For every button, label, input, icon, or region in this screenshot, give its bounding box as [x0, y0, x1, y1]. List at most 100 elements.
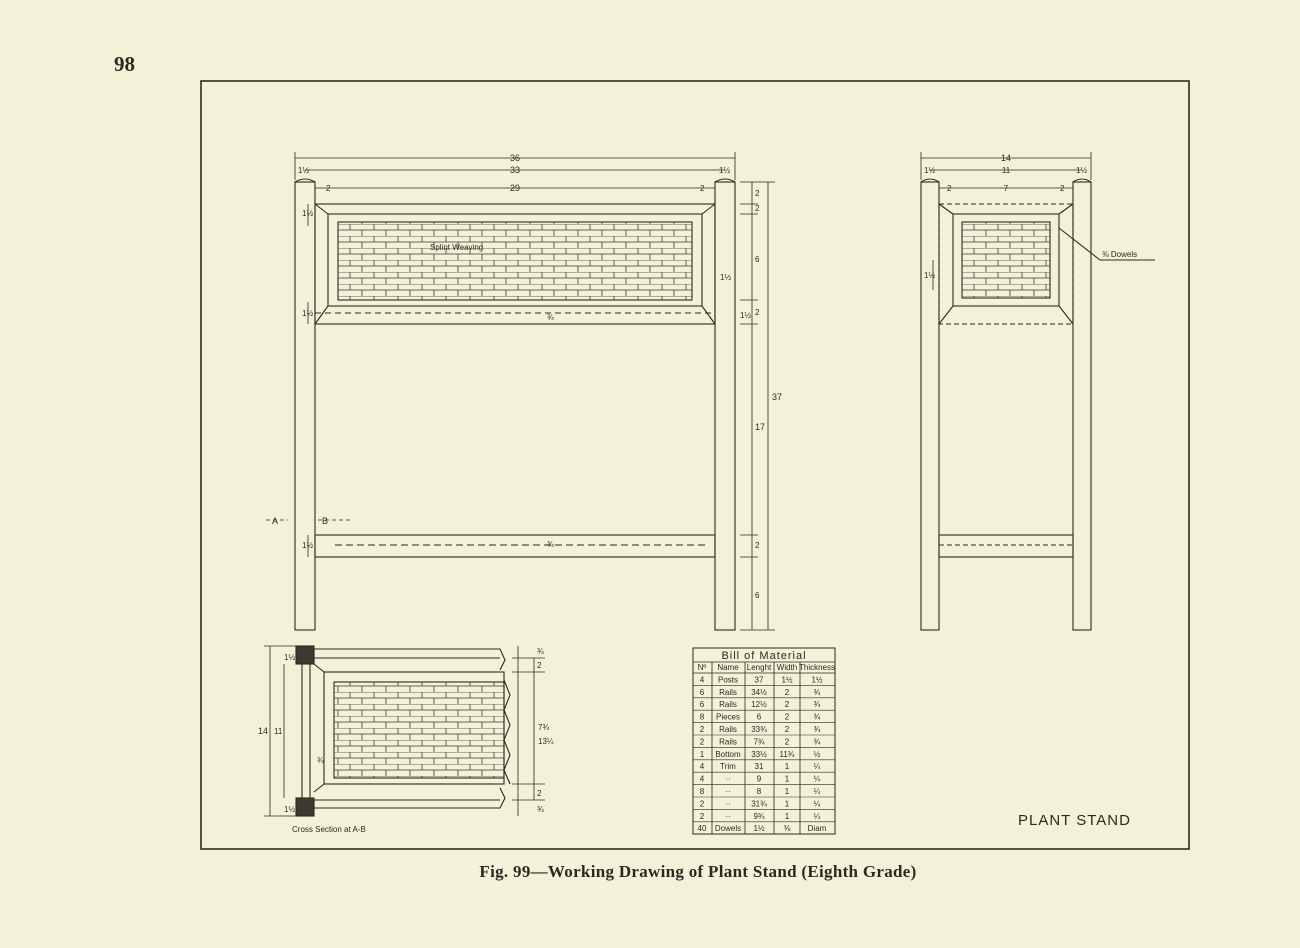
bom-cell: ¼ — [814, 775, 821, 784]
bom-cell: Bottom — [715, 750, 741, 759]
bom-cell: 1 — [785, 787, 790, 796]
plant-stand-title: PLANT STAND — [1018, 812, 1131, 829]
bom-cell: 1 — [785, 799, 790, 808]
section-dim-right-2a: 2 — [537, 661, 542, 670]
bom-cell: ¼ — [814, 799, 821, 808]
section-post-bottom — [295, 797, 315, 817]
bom-cell: 11¾ — [780, 750, 795, 759]
side-right-post — [1072, 181, 1092, 631]
bom-cell: 8 — [700, 787, 705, 796]
bom-cell: 2 — [700, 737, 705, 746]
dim-front-left-2: 2 — [326, 184, 331, 193]
cross-section — [295, 645, 511, 817]
section-dim-right-2b: 2 — [537, 789, 542, 798]
bom-cell: ·· — [725, 812, 730, 821]
bom-cell: 34½ — [751, 688, 767, 697]
bom-cell: 4 — [700, 675, 705, 684]
side-rail-mark-right: 1½ — [740, 311, 751, 320]
bom-cell: 1½ — [811, 675, 822, 684]
bom-cell: 7¾ — [753, 737, 764, 746]
bom-cell: ¼ — [814, 762, 821, 771]
drawing-plate: 36 33 29 2 2 1½ 1½ Splint Weaving ¾ ¾ 1½… — [200, 80, 1190, 850]
dim-side-mark: 1½ — [924, 271, 935, 280]
section-dim-mid-small: ¾ — [317, 756, 324, 765]
bom-header-cell: Thickness — [799, 663, 835, 672]
dim-front-half-left: 1½ — [298, 166, 309, 175]
dim-h-panel: 6 — [755, 255, 760, 264]
dim-front-right-2: 2 — [700, 184, 705, 193]
bom-cell: ·· — [725, 787, 730, 796]
side-view — [920, 178, 1155, 631]
bom-cell: 1½ — [753, 824, 764, 833]
bom-cell: ¾ — [814, 713, 821, 722]
bom-cell: Posts — [718, 675, 738, 684]
dim-side-right-2: 2 — [1060, 184, 1065, 193]
plate-border — [200, 80, 1190, 850]
section-dim-right-top: ¾ — [537, 647, 544, 656]
section-post-top — [295, 645, 315, 665]
side-rail-mark-left: 1½ — [720, 273, 731, 282]
bom-cell: 33¾ — [751, 725, 767, 734]
section-dimension-labels: Cross Section at A-B 14 11 1½ 1½ ¾ ¾ 2 7… — [258, 647, 554, 834]
section-dim-bot-half: 1½ — [284, 805, 295, 814]
page-number: 98 — [114, 52, 135, 76]
dim-h-top: 2 — [755, 189, 760, 198]
bom-cell: 2 — [785, 713, 790, 722]
bom-cell: 2 — [785, 737, 790, 746]
bom-cell: ·· — [725, 775, 730, 784]
post-mark-low: 1½ — [302, 541, 313, 550]
section-dim-top-half: 1½ — [284, 653, 295, 662]
bom-cell: 6 — [700, 700, 705, 709]
dim-height-37: 37 — [772, 392, 782, 402]
dim-side-half-right: 1½ — [1076, 166, 1087, 175]
section-dimensions — [264, 645, 545, 817]
bom-cell: 4 — [700, 762, 705, 771]
section-dim-right-73: 7¾ — [538, 723, 549, 732]
bom-header-cell: Name — [717, 663, 739, 672]
bom-cell: 6 — [700, 688, 705, 697]
bom-cell: Rails — [719, 700, 737, 709]
bom-cell: Rails — [719, 737, 737, 746]
dim-side-7: 7 — [1004, 184, 1009, 193]
bom-cell: 31 — [755, 762, 764, 771]
bom-cell: Trim — [720, 762, 736, 771]
side-left-post — [920, 181, 940, 631]
bom-cell: ¼ — [814, 812, 821, 821]
dim-front-36: 36 — [510, 153, 520, 163]
bom-header-cell: Width — [777, 663, 797, 672]
post-mark-mid: 1½ — [302, 309, 313, 318]
bom-cell: 2 — [700, 725, 705, 734]
splint-weaving-label: Splint Weaving — [430, 243, 483, 252]
post-mark-top: 1½ — [302, 209, 313, 218]
dim-h-rail3: 2 — [755, 541, 760, 550]
side-dimensions — [920, 152, 1092, 290]
bom-cell: 1 — [785, 775, 790, 784]
dim-side-11: 11 — [1002, 166, 1011, 175]
bom-cell: 4 — [700, 775, 705, 784]
rail-bottom-mark: ¾ — [547, 540, 554, 549]
cross-section-label: Cross Section at A-B — [292, 825, 366, 834]
bom-cell: 31¾ — [751, 799, 767, 808]
bom-title: Bill of Material — [721, 650, 806, 662]
splint-weaving-panel — [337, 221, 693, 301]
bom-cell: ¾ — [814, 688, 821, 697]
bom-cell: Rails — [719, 688, 737, 697]
front-lower-rail — [314, 534, 716, 558]
figure-caption: Fig. 99—Working Drawing of Plant Stand (… — [479, 862, 917, 881]
section-dim-right-131: 13¼ — [538, 737, 554, 746]
front-right-post — [714, 181, 736, 631]
front-dimensions — [266, 152, 775, 631]
bom-header-cell: Lenght — [747, 663, 772, 672]
bom-cell: ½ — [814, 750, 821, 759]
bom-cell: Diam — [808, 824, 827, 833]
bom-cell: ¾ — [814, 737, 821, 746]
bom-cell: Pieces — [716, 713, 740, 722]
section-marker-b: B — [322, 516, 328, 526]
bom-cell: ¾ — [814, 725, 821, 734]
bom-cell: 1 — [785, 762, 790, 771]
bom-cell: ¼ — [814, 787, 821, 796]
bom-cell: 2 — [700, 799, 705, 808]
bom-cell: 6 — [757, 713, 762, 722]
